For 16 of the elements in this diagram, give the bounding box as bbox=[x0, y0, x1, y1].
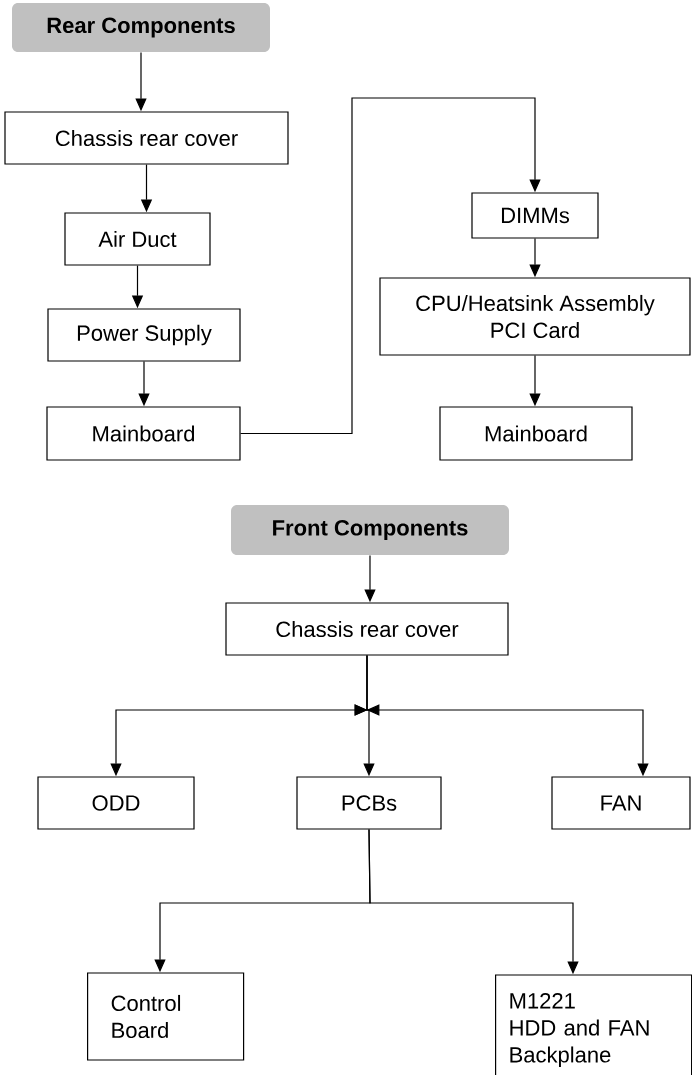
process-box: Chassis rear cover bbox=[4, 111, 289, 165]
process-box: Mainboard bbox=[439, 406, 633, 461]
process-box: DIMMs bbox=[471, 192, 599, 239]
header-box: Rear Components bbox=[12, 3, 270, 52]
process-box: CPU/Heatsink Assembly PCI Card bbox=[379, 277, 691, 356]
process-box: ODD bbox=[37, 776, 195, 830]
process-box: Mainboard bbox=[46, 406, 241, 461]
header-box: Front Components bbox=[231, 505, 509, 555]
process-box: Chassis rear cover bbox=[225, 602, 509, 656]
arrow bbox=[240, 97, 541, 435]
process-box: M1221 HDD and FAN Backplane bbox=[495, 974, 692, 1075]
process-box: Control Board bbox=[87, 972, 245, 1061]
process-box: Power Supply bbox=[47, 308, 241, 362]
process-box: Air Duct bbox=[64, 212, 211, 266]
process-box: FAN bbox=[551, 776, 691, 830]
process-box: PCBs bbox=[296, 776, 442, 830]
